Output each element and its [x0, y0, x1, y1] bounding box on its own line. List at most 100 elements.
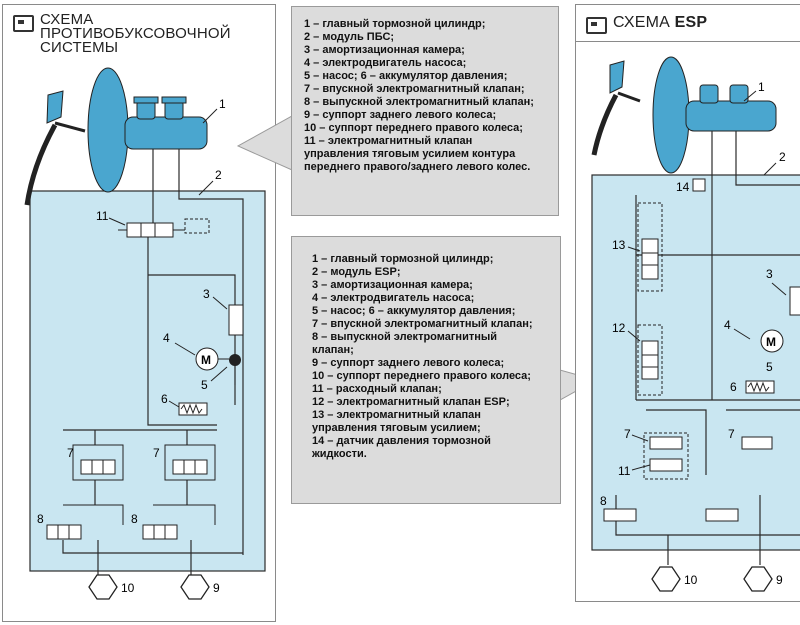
brake-pedal-icon: [591, 60, 641, 156]
tcs-pump-icon: [229, 354, 241, 366]
esp-motor-icon: [760, 329, 784, 353]
tcs-callout-1: 1: [219, 97, 226, 111]
esp-legend-item: 11 – расходный клапан;: [312, 383, 442, 395]
tcs-hydraulic-diagram: 1 2 11 3: [24, 67, 266, 600]
tcs-legend-item: 8 – выпускной электромагнитный клапан;: [304, 96, 534, 108]
esp-hydraulic-diagram: 1 2 14 13: [591, 56, 800, 592]
tcs-title-line-2: ПРОТИВОБУКСОВОЧНОЙ: [40, 25, 231, 42]
esp-callout-10: 10: [684, 573, 698, 587]
esp-callout-4: 4: [724, 318, 731, 332]
esp-legend-item: управления тяговым усилием;: [312, 422, 481, 434]
tcs-legend: 1 – главный тормозной цилиндр;2 – модуль…: [291, 6, 559, 216]
esp-valve-13: [637, 202, 663, 292]
brake-booster-icon: [652, 56, 690, 174]
tcs-callout-11: 11: [96, 209, 109, 223]
tcs-callout-7b: 7: [153, 446, 160, 460]
esp-legend-item: 8 – выпускной электромагнитный: [312, 331, 498, 343]
tcs-legend-item: 3 – амортизационная камера;: [304, 44, 465, 56]
esp-legend-item: 12 – электромагнитный клапан ESP;: [312, 396, 510, 408]
esp-valve-12: [637, 324, 663, 396]
tcs-caliper-9: [180, 574, 210, 600]
esp-inlet-valve-left: [649, 436, 683, 450]
esp-legend-item: 5 – насос; 6 – аккумулятор давления;: [312, 305, 516, 317]
tcs-legend-item: переднего правого/заднего левого колес.: [304, 161, 531, 173]
esp-caliper-10: [651, 566, 681, 592]
book-icon: [13, 15, 34, 32]
esp-callout-1: 1: [758, 80, 765, 94]
tcs-callout-6: 6: [161, 392, 168, 406]
esp-motor-symbol: M: [766, 335, 776, 349]
esp-legend-item: 2 – модуль ESP;: [312, 266, 401, 278]
esp-legend-item: клапан;: [312, 344, 354, 356]
esp-callout-5: 5: [766, 360, 773, 374]
tcs-callout-8b: 8: [131, 512, 138, 526]
esp-legend-item: 1 – главный тормозной цилиндр;: [312, 253, 494, 265]
esp-title-bold: ESP: [674, 14, 708, 31]
tcs-title-line-3: СИСТЕМЫ: [40, 39, 119, 56]
esp-callout-6: 6: [730, 380, 737, 394]
tcs-callout-3: 3: [203, 287, 210, 301]
esp-caliper-9: [743, 566, 773, 592]
esp-damper-chamber: [789, 286, 800, 316]
esp-callout-11: 11: [618, 464, 631, 478]
tcs-title-line-1: СХЕМА: [40, 11, 94, 28]
master-cylinder-icon: [685, 84, 777, 132]
esp-callout-9: 9: [776, 573, 783, 587]
tcs-diagram-panel: СХЕМА ПРОТИВОБУКСОВОЧНОЙ СИСТЕМЫ 1 2: [2, 4, 276, 622]
brake-booster-icon: [87, 67, 129, 193]
esp-legend: 1 – главный тормозной цилиндр;2 – модуль…: [291, 236, 561, 504]
tcs-inlet-valve-right: [164, 444, 216, 481]
tcs-callout-9: 9: [213, 581, 220, 595]
tcs-outlet-valve-left: [46, 504, 124, 540]
brake-pedal-icon: [24, 90, 86, 206]
tcs-damper-chamber: [228, 304, 244, 336]
esp-legend-item: 4 – электродвигатель насоса;: [312, 292, 475, 304]
esp-callout-8: 8: [600, 494, 607, 508]
tcs-legend-item: 2 – модуль ПБС;: [304, 31, 395, 43]
book-icon: [586, 17, 607, 34]
esp-diagram-panel: СХЕМА ESP 1 2 14: [575, 4, 800, 602]
tcs-motor-symbol: M: [201, 353, 211, 367]
esp-valve-group-dashed: [643, 432, 689, 480]
tcs-title: СХЕМА ПРОТИВОБУКСОВОЧНОЙ СИСТЕМЫ: [13, 11, 231, 56]
tcs-valve-11: [118, 218, 210, 238]
esp-callout-7a: 7: [624, 427, 631, 441]
esp-bypass-valve: [649, 458, 683, 472]
esp-pressure-sensor: [692, 178, 706, 192]
esp-callout-7b: 7: [728, 427, 735, 441]
esp-callout-14: 14: [676, 180, 690, 194]
tcs-legend-item: 5 – насос; 6 – аккумулятор давления;: [304, 70, 508, 82]
tcs-callout-8a: 8: [37, 512, 44, 526]
tcs-hydraulic-lines: [62, 149, 244, 575]
esp-legend-item: 14 – датчик давления тормозной: [312, 435, 491, 447]
tcs-legend-item: 1 – главный тормозной цилиндр;: [304, 18, 486, 30]
tcs-legend-item: управления тяговым усилием контура: [304, 148, 516, 160]
esp-callout-12: 12: [612, 321, 626, 335]
esp-callout-13: 13: [612, 238, 626, 252]
tcs-legend-item: 11 – электромагнитный клапан: [304, 135, 473, 147]
esp-legend-item: 10 – суппорт переднего правого колеса;: [312, 370, 531, 382]
esp-title: СХЕМА ESP: [586, 15, 707, 34]
tcs-caliper-10: [88, 574, 118, 600]
esp-module-box: [591, 174, 800, 551]
esp-hydraulic-lines: [615, 131, 800, 565]
tcs-callout-5: 5: [201, 378, 208, 392]
tcs-callout-10: 10: [121, 581, 135, 595]
tcs-legend-item: 9 – суппорт заднего левого колеса;: [304, 109, 497, 121]
master-cylinder-icon: [124, 96, 208, 150]
tcs-callout-7a: 7: [67, 446, 74, 460]
esp-legend-item: 9 – суппорт заднего левого колеса;: [312, 357, 505, 369]
esp-outlet-valve-right: [705, 508, 739, 522]
esp-legend-item: 7 – впускной электромагнитный клапан;: [312, 318, 533, 330]
esp-callout-3: 3: [766, 267, 773, 281]
tcs-inlet-valve-left: [72, 444, 124, 481]
esp-legend-item: жидкости.: [312, 448, 367, 460]
tcs-legend-item: 7 – впускной электромагнитный клапан;: [304, 83, 525, 95]
esp-legend-item: 13 – электромагнитный клапан: [312, 409, 481, 421]
tcs-callout-4: 4: [163, 331, 170, 345]
tcs-outlet-valve-right: [142, 504, 216, 540]
esp-outlet-valve-left: [603, 508, 637, 522]
esp-legend-item: 3 – амортизационная камера;: [312, 279, 473, 291]
esp-callout-2: 2: [779, 150, 786, 164]
esp-title-prefix: СХЕМА: [613, 14, 670, 31]
